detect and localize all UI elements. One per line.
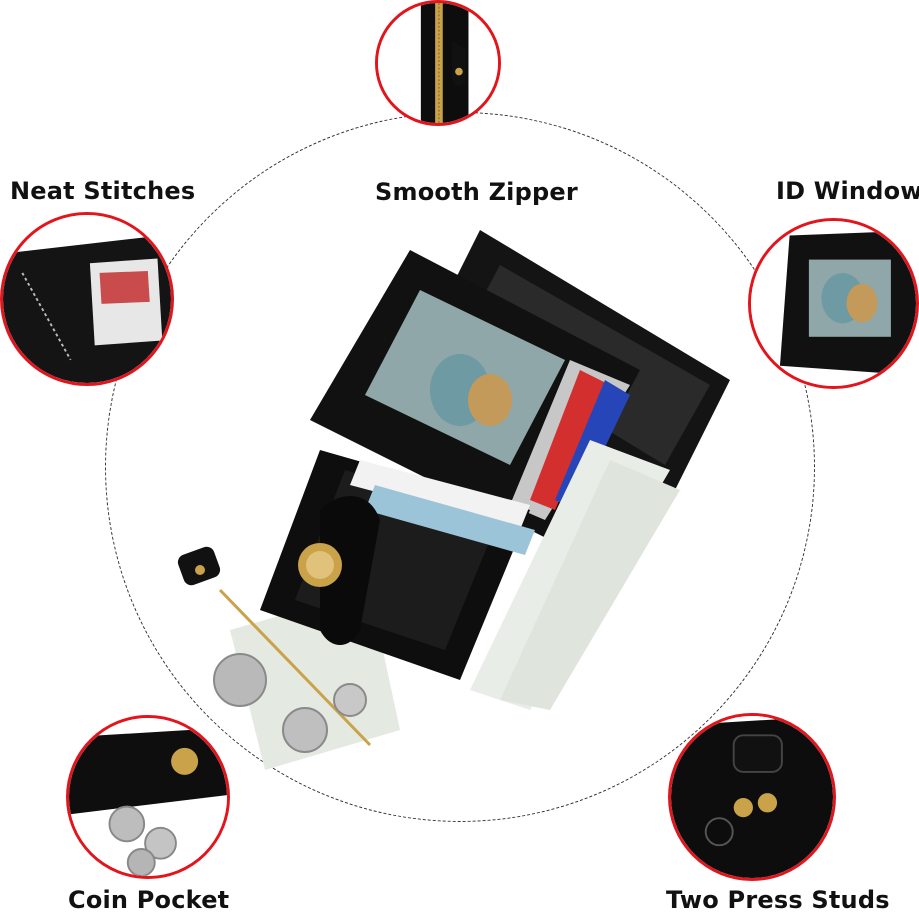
feature-label-smooth-zipper: Smooth Zipper [375, 178, 578, 206]
feature-label-id-window: ID Window [776, 177, 919, 205]
wallet-product-photo [170, 210, 730, 790]
id-window-detail-badge [748, 218, 919, 389]
stitches-detail-badge [0, 212, 174, 386]
zipper-detail-badge [375, 0, 501, 126]
feature-label-coin-pocket: Coin Pocket [68, 886, 230, 914]
feature-label-two-press-studs: Two Press Studs [666, 886, 890, 914]
feature-label-neat-stitches: Neat Stitches [10, 177, 196, 205]
press-studs-detail-badge [668, 713, 836, 881]
coin-pocket-detail-badge [66, 715, 230, 879]
